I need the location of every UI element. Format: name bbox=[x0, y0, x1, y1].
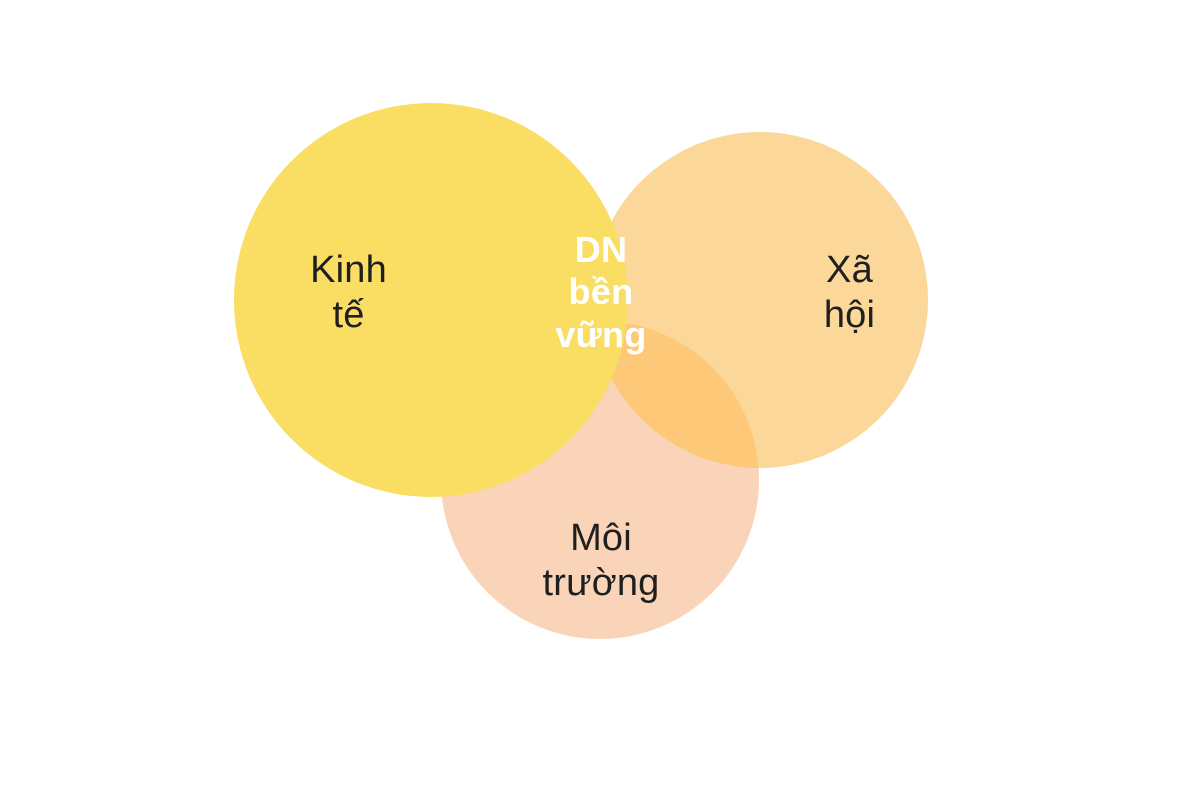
set-label-environment: Môi trường bbox=[542, 517, 660, 604]
set-label-economy: Kinh tế bbox=[310, 249, 387, 336]
circle-economy bbox=[234, 103, 628, 497]
set-label-society: Xã hội bbox=[823, 249, 876, 336]
center-intersection-label: DN bền vững bbox=[555, 229, 647, 355]
overlap-society-environment bbox=[592, 321, 759, 468]
